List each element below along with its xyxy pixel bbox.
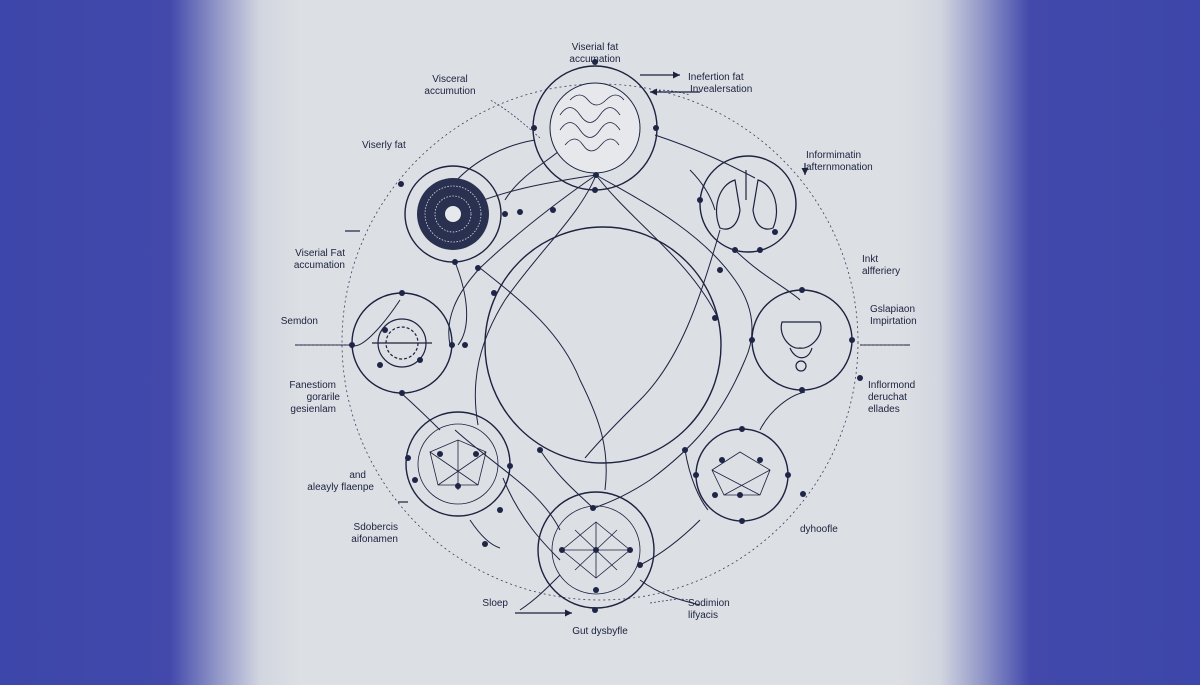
label-bottom-right2-line1: Sodimion: [688, 598, 730, 609]
label-left-center-line1: Semdon: [281, 316, 318, 327]
small-nodes: [349, 59, 863, 613]
label-left-low-line3: gesienlam: [290, 404, 336, 415]
label-left-low: Fanestiom gorarile gesienlam: [289, 380, 340, 415]
label-right-mid-line2: alfferiery: [862, 266, 900, 277]
arrows: [345, 71, 809, 617]
brain-texture-icon: [549, 82, 641, 174]
dotted-leaders: [298, 89, 905, 604]
label-right-mid-line1: Inkt: [862, 254, 878, 265]
label-top-right: Inefertion fat Invealersation: [688, 72, 752, 95]
label-right-high-line2: afternmonation: [806, 162, 873, 173]
label-right-low-line3: ellades: [868, 404, 900, 415]
label-right-low-line1: Inflormond: [868, 380, 915, 391]
label-sleep-line1: Sloep: [482, 598, 508, 609]
label-bottom-right2-line2: lifyacis: [688, 610, 718, 621]
label-top-right-line2: Invealersation: [690, 84, 752, 95]
label-left-high: Viserly fat: [362, 140, 406, 151]
label-sleep: Sloep: [482, 598, 508, 609]
label-left-low-line2: gorarile: [307, 392, 341, 403]
label-left-low-line1: Fanestiom: [289, 380, 336, 391]
label-upper-left-line2: accumution: [424, 86, 475, 97]
label-upper-left: Visceral accumution: [424, 74, 475, 97]
node-lower-right: [695, 428, 789, 522]
label-left-mid: Viserial Fat accumation: [294, 248, 345, 271]
label-bottom-left-line2: aifonamen: [351, 534, 398, 545]
label-right-low: Inflormond deruchat ellades: [868, 380, 915, 415]
label-lower-left-line2: aleayly flaenpe: [307, 482, 374, 493]
label-right-center-line2: Impirtation: [870, 316, 917, 327]
node-top: [532, 65, 658, 191]
label-bottom-center: Gut dysbyfle: [572, 626, 628, 637]
label-left-mid-line1: Viserial Fat: [295, 248, 345, 259]
label-right-center-line1: Gslapiaon: [870, 304, 915, 315]
label-lower-left-line1: and: [349, 470, 366, 481]
label-bottom-left: Sdobercis aifonamen: [351, 522, 398, 545]
label-bottom-right2: Sodimion lifyacis: [688, 598, 730, 621]
label-lower-left: and aleayly flaenpe: [307, 470, 374, 493]
label-upper-left-line1: Visceral: [432, 74, 467, 85]
label-right-center: Gslapiaon Impirtation: [870, 304, 917, 327]
label-left-mid-line2: accumation: [294, 260, 345, 271]
node-lower-left: [405, 411, 511, 517]
label-right-mid: Inkt alfferiery: [862, 254, 900, 277]
connection-lines: [295, 134, 910, 611]
inner-ring: [484, 226, 722, 464]
label-bottom-right: dyhoofle: [800, 524, 838, 535]
label-bottom-left-line1: Sdobercis: [354, 522, 398, 533]
label-top-center-line2: accumation: [569, 54, 620, 65]
organ-icon: [780, 321, 822, 372]
node-upper-left: [404, 165, 502, 263]
node-right: [751, 289, 853, 391]
network-icon: [429, 439, 487, 490]
node-left: [351, 292, 453, 394]
lungs-icon: [715, 170, 778, 230]
label-left-center: Semdon: [281, 316, 318, 327]
node-upper-right: [699, 155, 797, 253]
label-right-low-line2: deruchat: [868, 392, 907, 403]
label-left-high-line1: Viserly fat: [362, 140, 406, 151]
label-bottom-right-line1: dyhoofle: [800, 524, 838, 535]
label-right-high-line1: Informimatin: [806, 150, 861, 161]
ring-cell-icon: [372, 318, 432, 368]
label-top-right-line1: Inefertion fat: [688, 72, 744, 83]
label-top-center-line1: Viserial fat: [572, 42, 619, 53]
label-right-high: Informimatin afternmonation: [806, 150, 873, 173]
label-bottom-center-line1: Gut dysbyfle: [572, 626, 628, 637]
mesh-icon: [711, 451, 771, 496]
label-top-center: Viserial fat accumation: [569, 42, 620, 65]
